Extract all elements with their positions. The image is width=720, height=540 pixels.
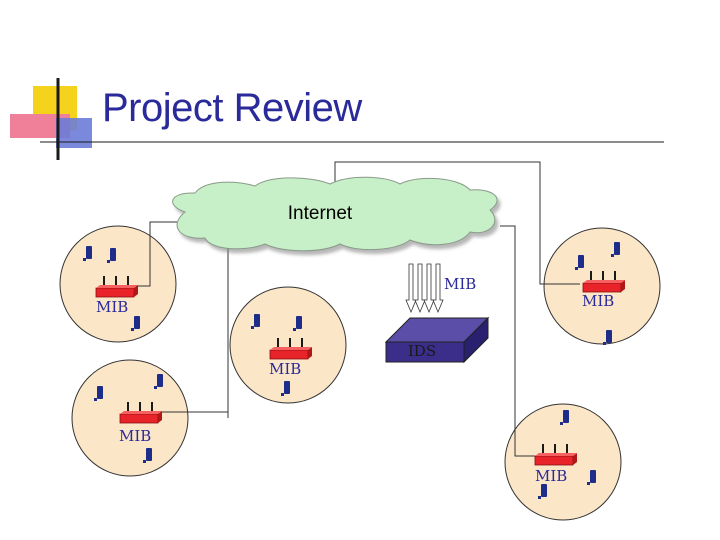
ids-feed-arrows — [405, 263, 444, 314]
mib-label-cell-left: MIB — [96, 298, 128, 316]
cell-left — [59, 225, 177, 343]
cloud-label: Internet — [288, 203, 353, 224]
ids-device — [384, 316, 490, 364]
internet-cloud — [172, 176, 498, 252]
mib-label-cell-bottom-left: MIB — [119, 427, 151, 445]
mib-label-ids-link: MIB — [444, 275, 476, 293]
slide-title: Project Review — [102, 86, 362, 130]
ids-label: IDS — [408, 342, 436, 360]
mib-label-cell-center: MIB — [269, 360, 301, 378]
mib-label-cell-right: MIB — [582, 292, 614, 310]
title-accent-decoration — [10, 78, 664, 160]
mib-label-cell-bottom-right: MIB — [535, 467, 567, 485]
